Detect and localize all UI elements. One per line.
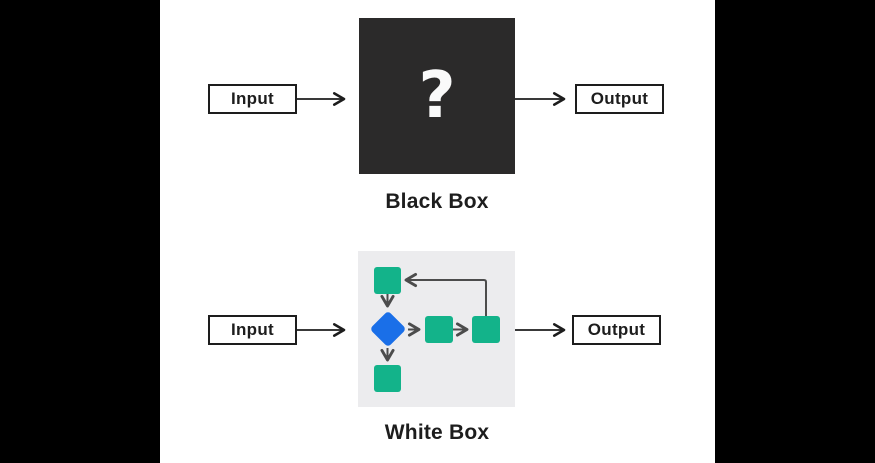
black-box-output-node: Output xyxy=(575,84,664,114)
black-box-input-node: Input xyxy=(208,84,297,114)
output-label: Output xyxy=(587,320,646,339)
output-label: Output xyxy=(590,89,649,108)
letterbox-right xyxy=(715,0,875,463)
white-box-input-node: Input xyxy=(208,315,297,345)
white-box-caption: White Box xyxy=(384,421,490,444)
process-node-right xyxy=(472,316,500,343)
process-node-bottom xyxy=(374,365,401,392)
black-box-caption: Black Box xyxy=(385,190,489,213)
letterbox-left xyxy=(0,0,160,463)
input-label: Input xyxy=(230,320,275,339)
process-node-middle xyxy=(425,316,453,343)
input-label: Input xyxy=(230,89,275,108)
black-box-node: ? xyxy=(359,18,515,174)
white-box-output-node: Output xyxy=(572,315,661,345)
process-node-top xyxy=(374,267,401,294)
question-mark-icon: ? xyxy=(418,59,456,133)
